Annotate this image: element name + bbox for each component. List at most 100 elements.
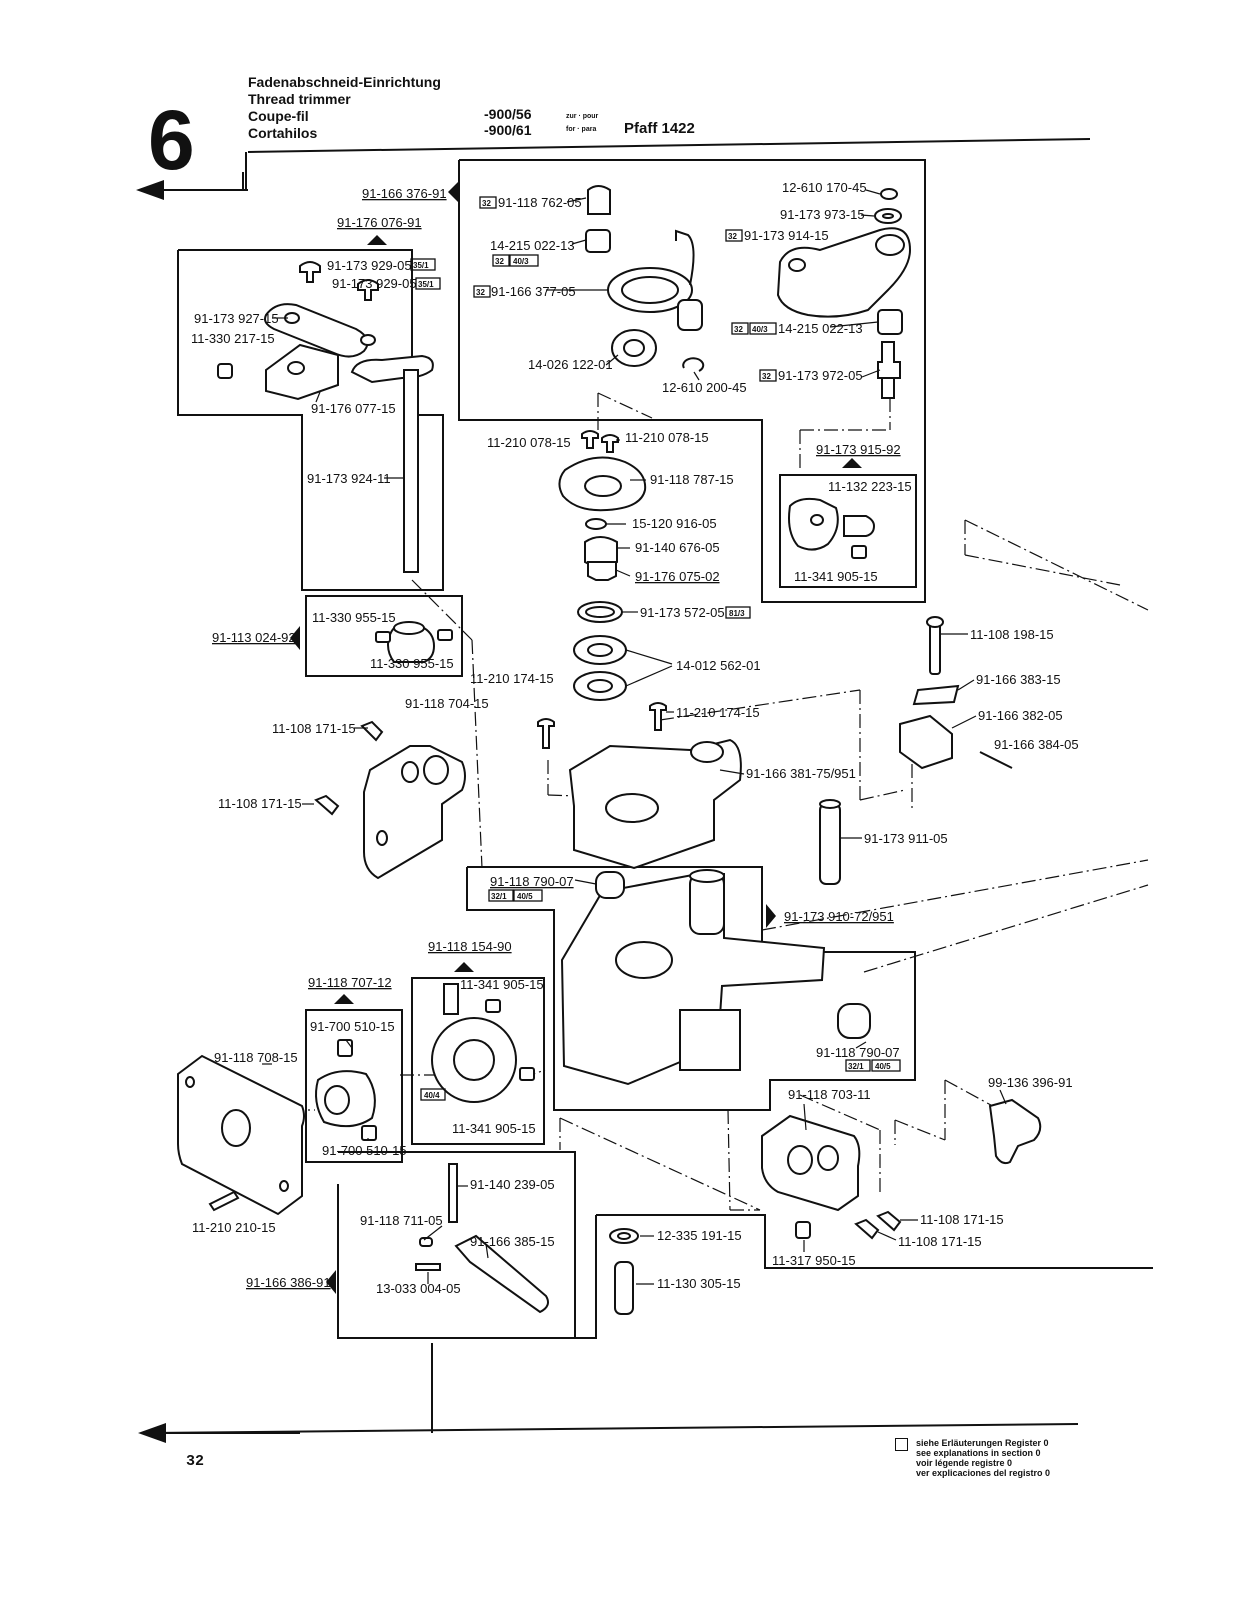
screw-11-130-305 xyxy=(614,1261,634,1315)
part-label: 91-118 711-05 xyxy=(360,1213,443,1228)
plate-91-166-383 xyxy=(912,684,960,706)
part-label: 11-108 171-15 xyxy=(218,796,302,811)
screw-11-210-210 xyxy=(208,1190,240,1212)
assembly-label: 91-166 376-91 xyxy=(362,186,447,201)
part-label: 14-215 022-13 xyxy=(490,238,575,253)
screw-11-108-171-d xyxy=(854,1218,880,1240)
screw-11-108-198 xyxy=(929,621,941,675)
circlip-12-610-170 xyxy=(880,188,898,200)
screw-91-173-929-a xyxy=(299,261,321,283)
part-label: 11-210 174-15 xyxy=(470,671,554,686)
part-label: 91-118 703-11 xyxy=(788,1087,871,1102)
register-ref: 35/1 xyxy=(418,280,434,289)
register-ref: 35/1 xyxy=(413,261,429,270)
part-label: 12-610 200-45 xyxy=(662,380,747,395)
register-ref: 40/3 xyxy=(513,257,529,266)
page-number: 32 xyxy=(186,1453,205,1470)
section-number: 6 xyxy=(148,93,195,187)
part-label: 91-166 381-75/951 xyxy=(746,766,856,781)
screw-11-108-171-a xyxy=(360,720,384,742)
assembly-label: 91-176 076-91 xyxy=(337,215,422,230)
shaft-91-173-924 xyxy=(403,369,419,573)
needle-bearing-1 xyxy=(585,229,611,253)
part-label: 91-173 972-05 xyxy=(778,368,863,383)
register-ref: 32 xyxy=(734,325,743,334)
title-french: Coupe-fil xyxy=(248,108,309,124)
part-label: 11-210 174-15 xyxy=(676,705,760,720)
part-label: 11-317 950-15 xyxy=(772,1253,856,1268)
assembly-label: 91-166 386-91 xyxy=(246,1275,331,1290)
part-label: 91-118 762-05 xyxy=(498,195,582,210)
part-label: 14-215 022-13 xyxy=(778,321,863,336)
bolt-91-173-972 xyxy=(877,341,901,379)
part-label: 11-132 223-15 xyxy=(828,479,912,494)
register-ref: 40/4 xyxy=(424,1091,440,1100)
part-label: 91-176 077-15 xyxy=(311,401,396,416)
part-91-176-075 xyxy=(587,561,617,581)
wire-91-166-384 xyxy=(979,751,1013,769)
part-label: 91-118 790-07 xyxy=(490,874,574,889)
part-label: 91-166 384-05 xyxy=(994,737,1079,752)
part-label: 11-341 905-15 xyxy=(460,977,544,992)
part-label: 12-335 191-15 xyxy=(657,1228,742,1243)
machine-model: Pfaff 1422 xyxy=(624,120,695,137)
part-label: 91-118 787-15 xyxy=(650,472,734,487)
screw-11-132-223 xyxy=(843,515,876,537)
part-label: 91-140 676-05 xyxy=(635,540,720,555)
screw-11-210-078-b xyxy=(601,434,619,453)
part-label: 11-130 305-15 xyxy=(657,1276,741,1291)
part-label: 91-176 075-02 xyxy=(635,569,720,584)
legend-box-icon xyxy=(895,1438,908,1451)
part-labels: 91-118 762-05 14-215 022-13 91-166 377-0… xyxy=(191,180,1079,1296)
axis-lines xyxy=(290,392,1149,1211)
setscrew-91-700-510-b xyxy=(361,1125,377,1141)
lever-shaft-91-173-924 xyxy=(350,354,434,384)
register-ref: 32 xyxy=(762,372,771,381)
pin-13-033-004 xyxy=(415,1263,441,1271)
register-ref: 32/1 xyxy=(491,892,507,901)
shaft-91-166-385 xyxy=(454,1234,549,1314)
register-labels: 32 32 40/3 32 32 35/1 35/1 32 40/3 32 81… xyxy=(413,199,891,1100)
leader-lines xyxy=(262,189,1007,1285)
register-boxes xyxy=(410,196,901,1101)
fitting-99-136-396 xyxy=(988,1098,1042,1165)
part-label: 91-173 914-15 xyxy=(744,228,829,243)
assembly-markers xyxy=(290,182,862,1294)
part-label: 11-108 171-15 xyxy=(898,1234,982,1249)
part-label: 91-700 510-15 xyxy=(322,1143,407,1158)
part-label: 91-173 929-05 xyxy=(327,258,412,273)
footer-rules xyxy=(138,1343,1079,1443)
part-label: 91-166 385-15 xyxy=(470,1234,555,1249)
part-label: 11-341 905-15 xyxy=(794,569,878,584)
assembly-label: 91-113 024-92 xyxy=(212,630,296,645)
needle-bearing-2 xyxy=(877,309,903,335)
screw-11-108-171-c xyxy=(876,1210,902,1232)
title-english: Thread trimmer xyxy=(248,91,351,107)
part-label: 13-033 004-05 xyxy=(376,1281,461,1296)
setscrew-11-330-217 xyxy=(217,363,233,379)
part-label: 91-166 383-15 xyxy=(976,672,1061,687)
pin-91-118-762 xyxy=(587,185,611,215)
part-label: 99-136 396-91 xyxy=(988,1075,1073,1090)
register-ref: 32 xyxy=(476,288,485,297)
part-label: 11-108 198-15 xyxy=(970,627,1054,642)
oring-15-120 xyxy=(585,518,607,530)
register-ref: 32 xyxy=(482,199,491,208)
pin-91-173-911 xyxy=(819,803,841,885)
part-label: 91-118 708-15 xyxy=(214,1050,298,1065)
part-label: 11-330 217-15 xyxy=(191,331,275,346)
header-rules xyxy=(136,138,1091,200)
circlip-12-610-200 xyxy=(682,357,705,372)
part-label: 11-341 905-15 xyxy=(452,1121,536,1136)
part-label: 91-173 927-15 xyxy=(194,311,279,326)
setscrew-91-700-510-a xyxy=(337,1039,353,1057)
screw-11-210-174-b xyxy=(649,702,667,731)
register-ref: 81/3 xyxy=(729,609,745,618)
bush-91-118-790-a xyxy=(595,871,625,899)
part-label: 15-120 916-05 xyxy=(632,516,717,531)
model-code-2: -900/61 xyxy=(484,122,532,138)
part-label: 11-330 955-15 xyxy=(370,656,454,671)
part-label: 11-210 078-15 xyxy=(625,430,709,445)
model-code-1: -900/56 xyxy=(484,106,532,122)
